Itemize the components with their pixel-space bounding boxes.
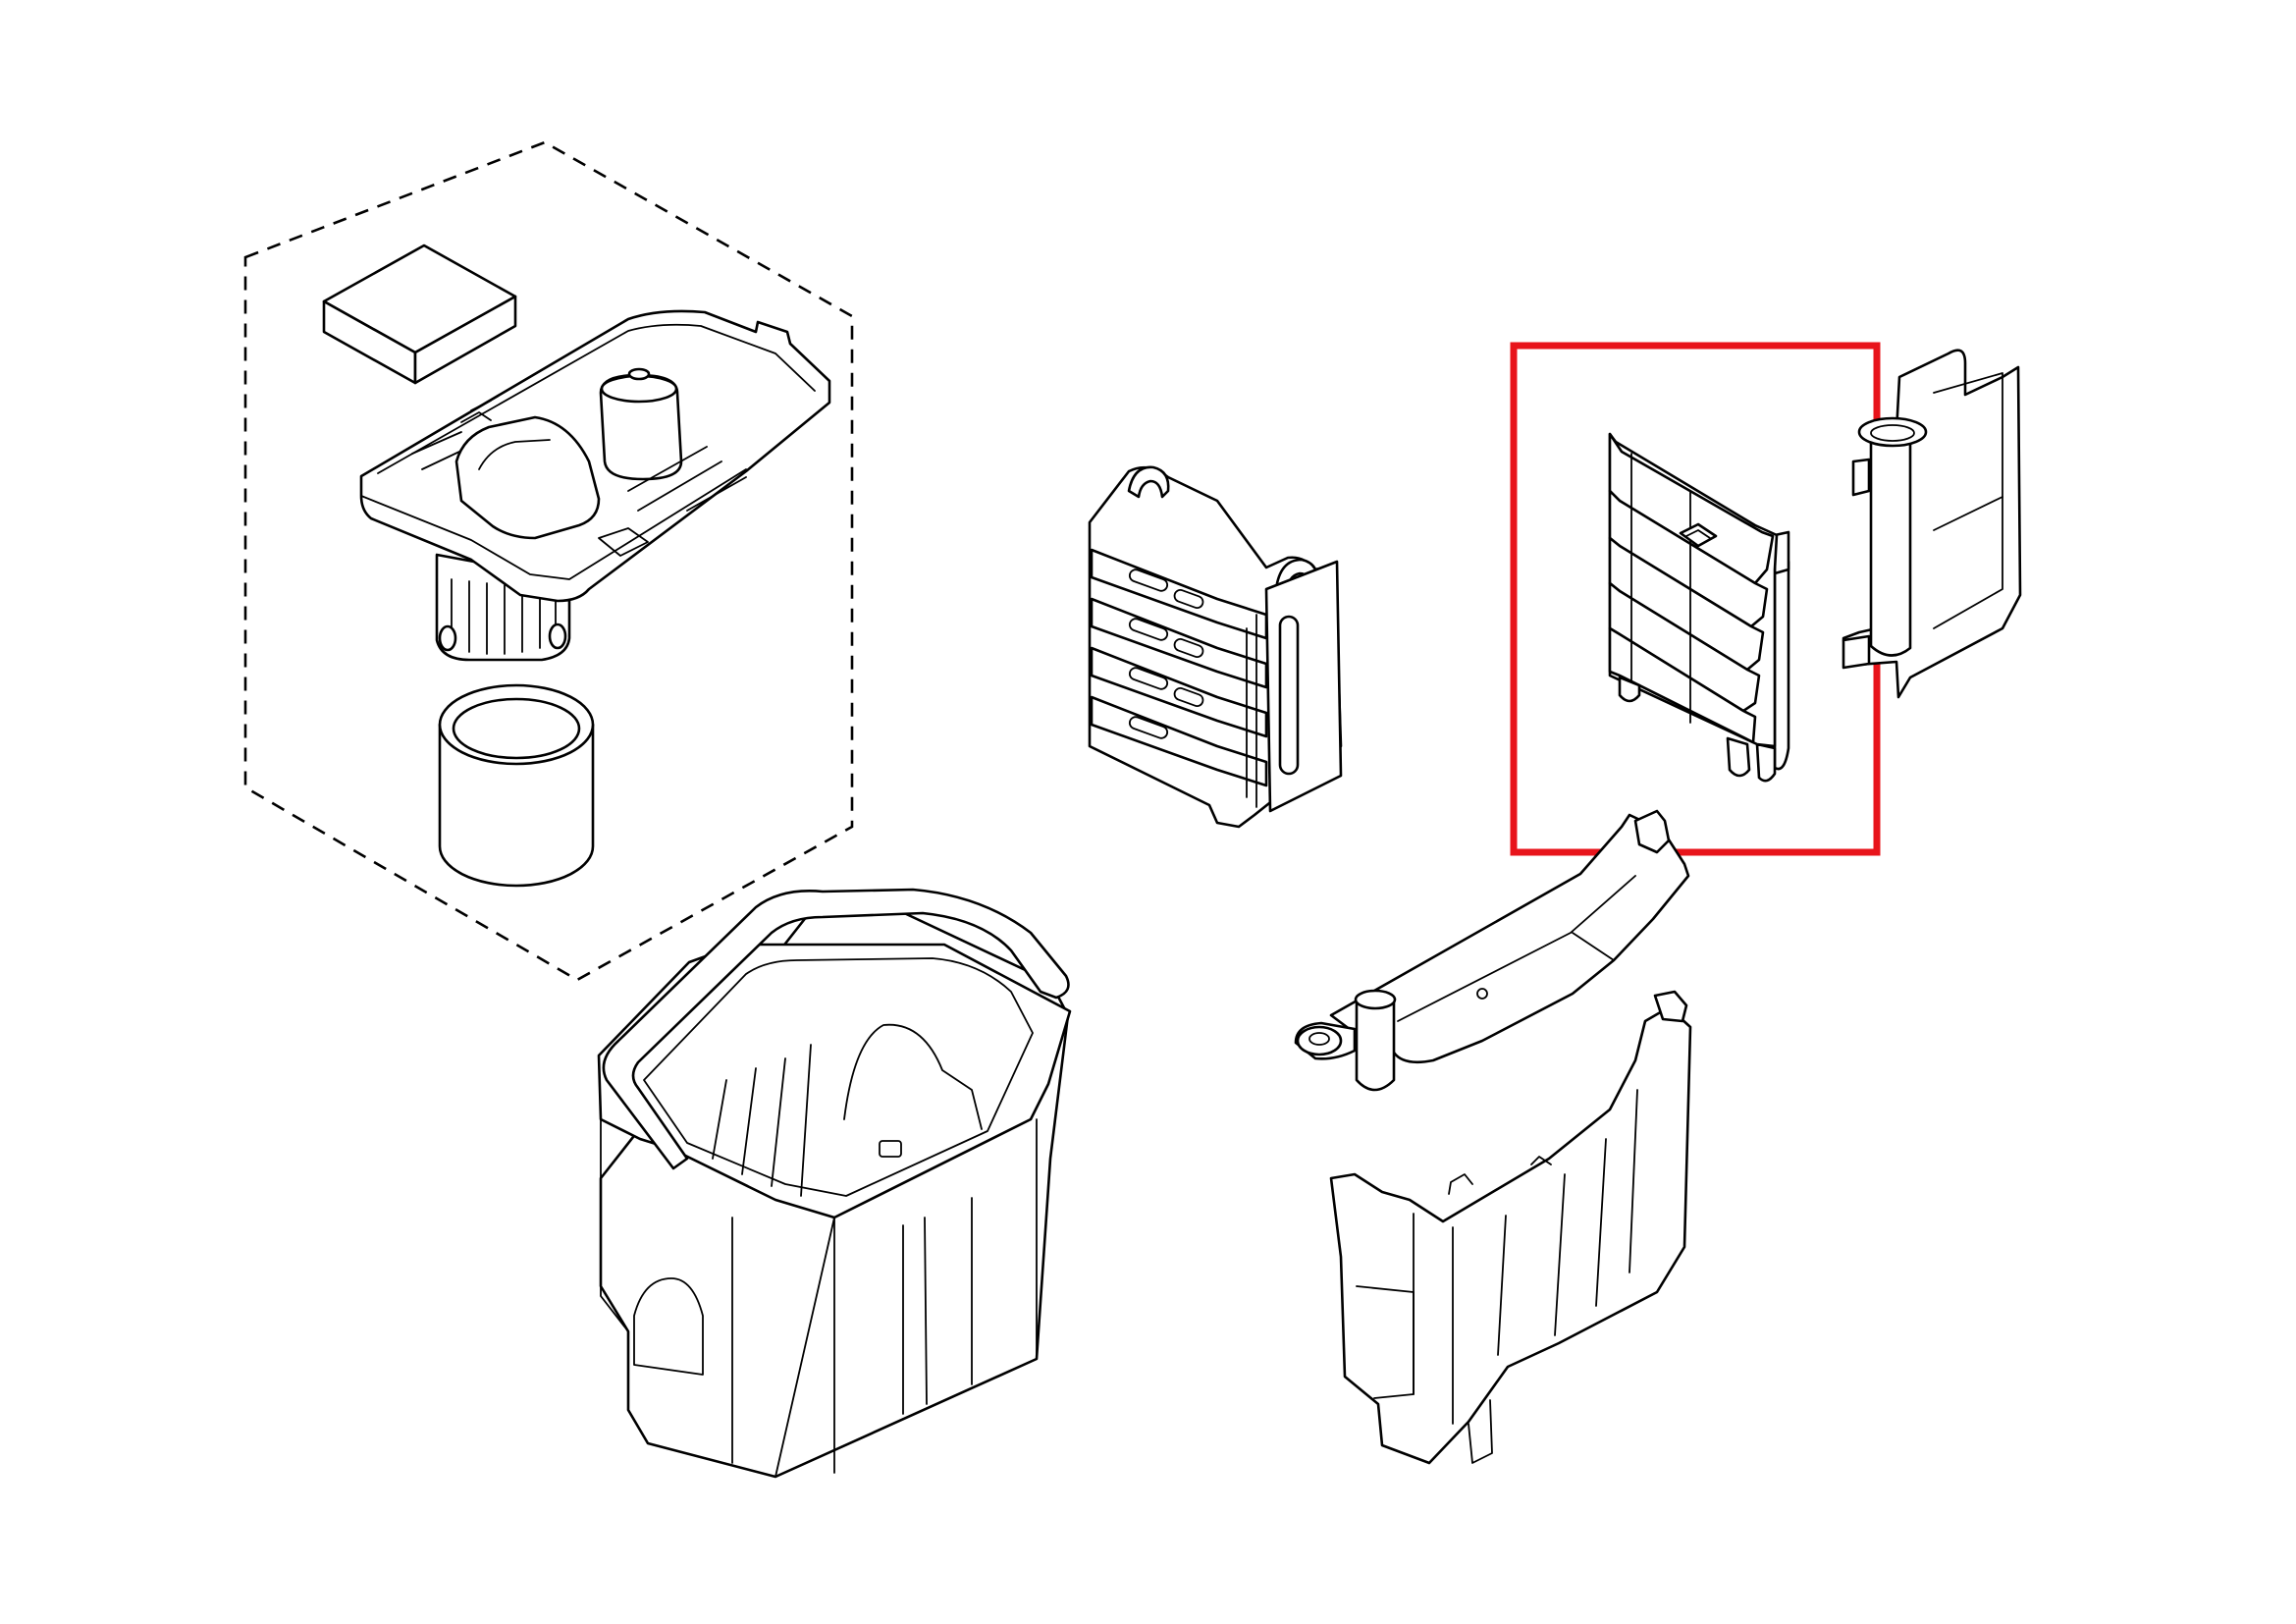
cylinder-filter-icon[interactable] — [438, 683, 595, 888]
tank-icon[interactable] — [597, 888, 1072, 1479]
pleated-cage-icon[interactable] — [1088, 465, 1343, 829]
louver-grille-icon[interactable] — [1608, 432, 1790, 783]
foam-filter-pad-icon[interactable] — [322, 244, 517, 385]
tank-liner-icon[interactable] — [1329, 990, 1692, 1465]
float-arm-icon[interactable] — [1294, 809, 1690, 1092]
tube-bracket-icon[interactable] — [1842, 349, 2022, 699]
kit-boundary-dashed — [243, 140, 854, 982]
motor-head-icon[interactable] — [359, 309, 831, 662]
